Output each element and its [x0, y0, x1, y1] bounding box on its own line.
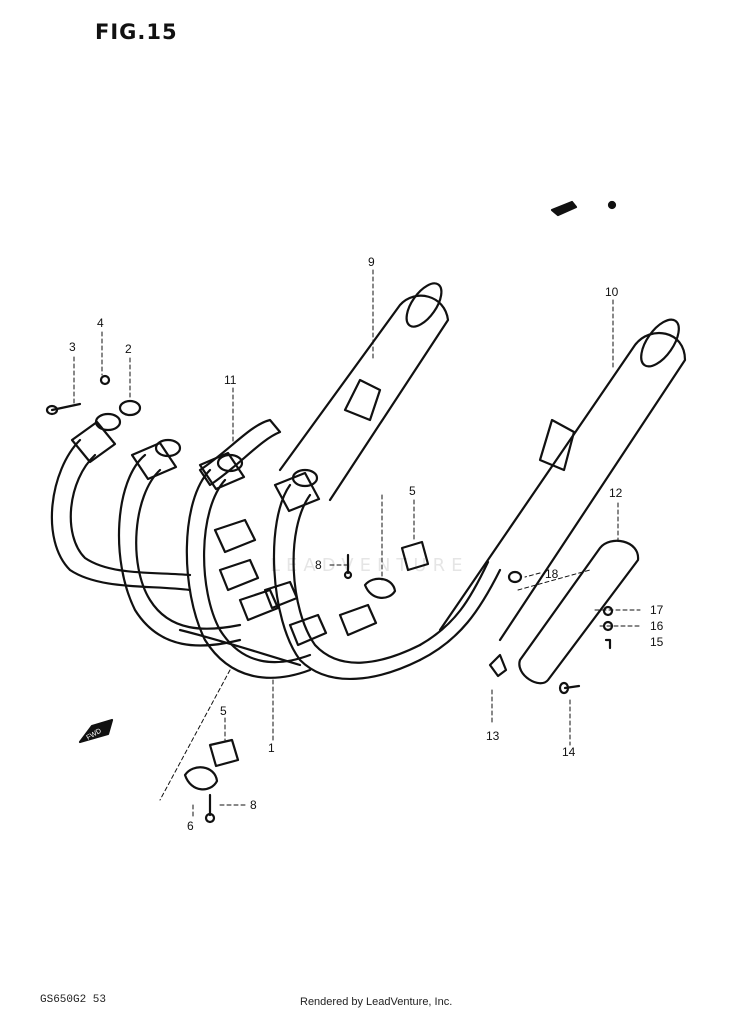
callout-8-upper: 8	[315, 558, 322, 572]
callout-8-lower: 8	[250, 798, 257, 812]
callout-4: 4	[97, 316, 104, 330]
right-muffler	[438, 318, 687, 642]
callout-5-upper: 5	[409, 484, 416, 498]
callout-16: 16	[650, 619, 664, 633]
footer-credit: Rendered by LeadVenture, Inc.	[300, 996, 453, 1008]
callout-9: 9	[368, 255, 375, 269]
callout-12: 12	[609, 486, 623, 500]
callout-17: 17	[650, 603, 664, 617]
callout-6: 6	[187, 819, 194, 833]
callout-5-lower: 5	[220, 704, 227, 718]
small-parts	[45, 374, 614, 824]
ink-speck	[607, 200, 617, 210]
fwd-arrow-icon: FWD	[78, 718, 114, 744]
callout-1: 1	[268, 741, 275, 755]
callout-10: 10	[605, 285, 619, 299]
callout-11: 11	[224, 373, 237, 387]
callout-14: 14	[562, 745, 576, 759]
diagram-code: GS650G2 53	[40, 994, 107, 1006]
callout-18: 18	[545, 567, 559, 581]
callout-3: 3	[69, 340, 76, 354]
watermark: LEADVENTURE	[270, 555, 469, 576]
ink-speck	[550, 200, 578, 217]
callout-2: 2	[125, 342, 132, 356]
exhaust-header-pipes	[50, 438, 502, 680]
callout-13: 13	[486, 729, 500, 743]
heat-shield-plate	[198, 418, 282, 487]
leader-lines	[73, 269, 641, 819]
callout-numbers: 9 10 11 3 4 2 5 8 12 18 17 16 15 13 14 1…	[69, 255, 664, 833]
muffler-heat-shield	[518, 539, 640, 685]
callout-15: 15	[650, 635, 664, 649]
figure-title: FIG.15	[95, 20, 178, 44]
left-muffler	[278, 282, 450, 502]
